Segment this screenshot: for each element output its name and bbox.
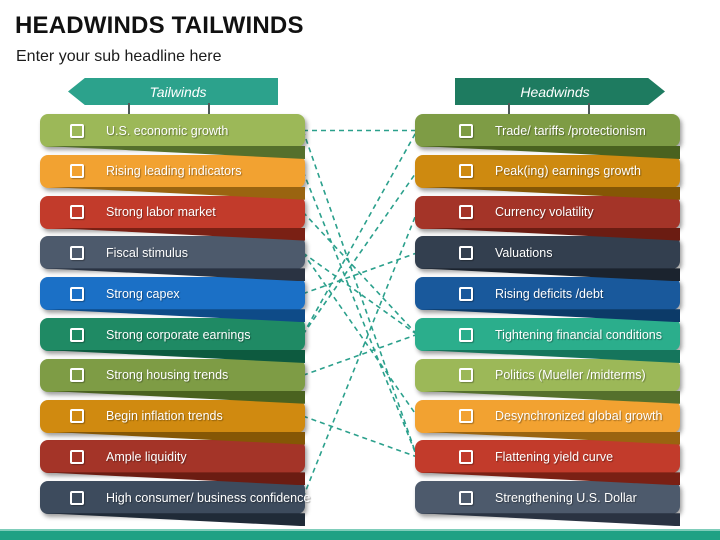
tailwinds-header-label: Tailwinds <box>149 83 207 100</box>
connection-line <box>302 211 418 336</box>
connection-line <box>302 170 418 335</box>
slide-title: HEADWINDS TAILWINDS <box>15 12 304 39</box>
connection-line <box>302 415 418 458</box>
connection-line <box>302 130 418 458</box>
headwinds-header-arrow: Headwinds <box>455 78 665 105</box>
connection-line <box>302 171 418 458</box>
bottom-accent-bar <box>0 529 720 540</box>
connector-stem <box>208 103 210 115</box>
connector-stem <box>128 103 130 115</box>
headwinds-header-label: Headwinds <box>520 83 590 100</box>
slide-subtitle: Enter your sub headline here <box>16 48 222 65</box>
connection-line <box>302 130 418 335</box>
connector-stem <box>508 103 510 115</box>
tailwinds-header-arrow: Tailwinds <box>68 78 278 105</box>
connector-stem <box>588 103 590 115</box>
connection-line <box>302 333 418 377</box>
connection-line <box>302 211 418 498</box>
connection-line <box>302 252 418 417</box>
